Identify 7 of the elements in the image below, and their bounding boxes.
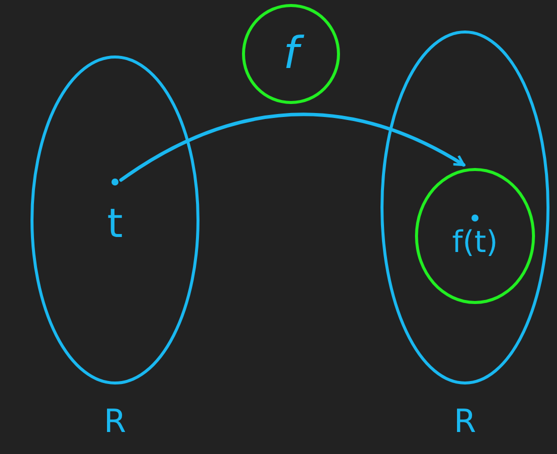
set-label: R [454,405,476,437]
point-label: t [107,204,123,244]
highlight-circle [415,168,535,304]
arrow [119,112,466,182]
set-label: R [104,405,126,437]
function-label: f [242,4,340,104]
point-label: f(t) [452,228,498,258]
